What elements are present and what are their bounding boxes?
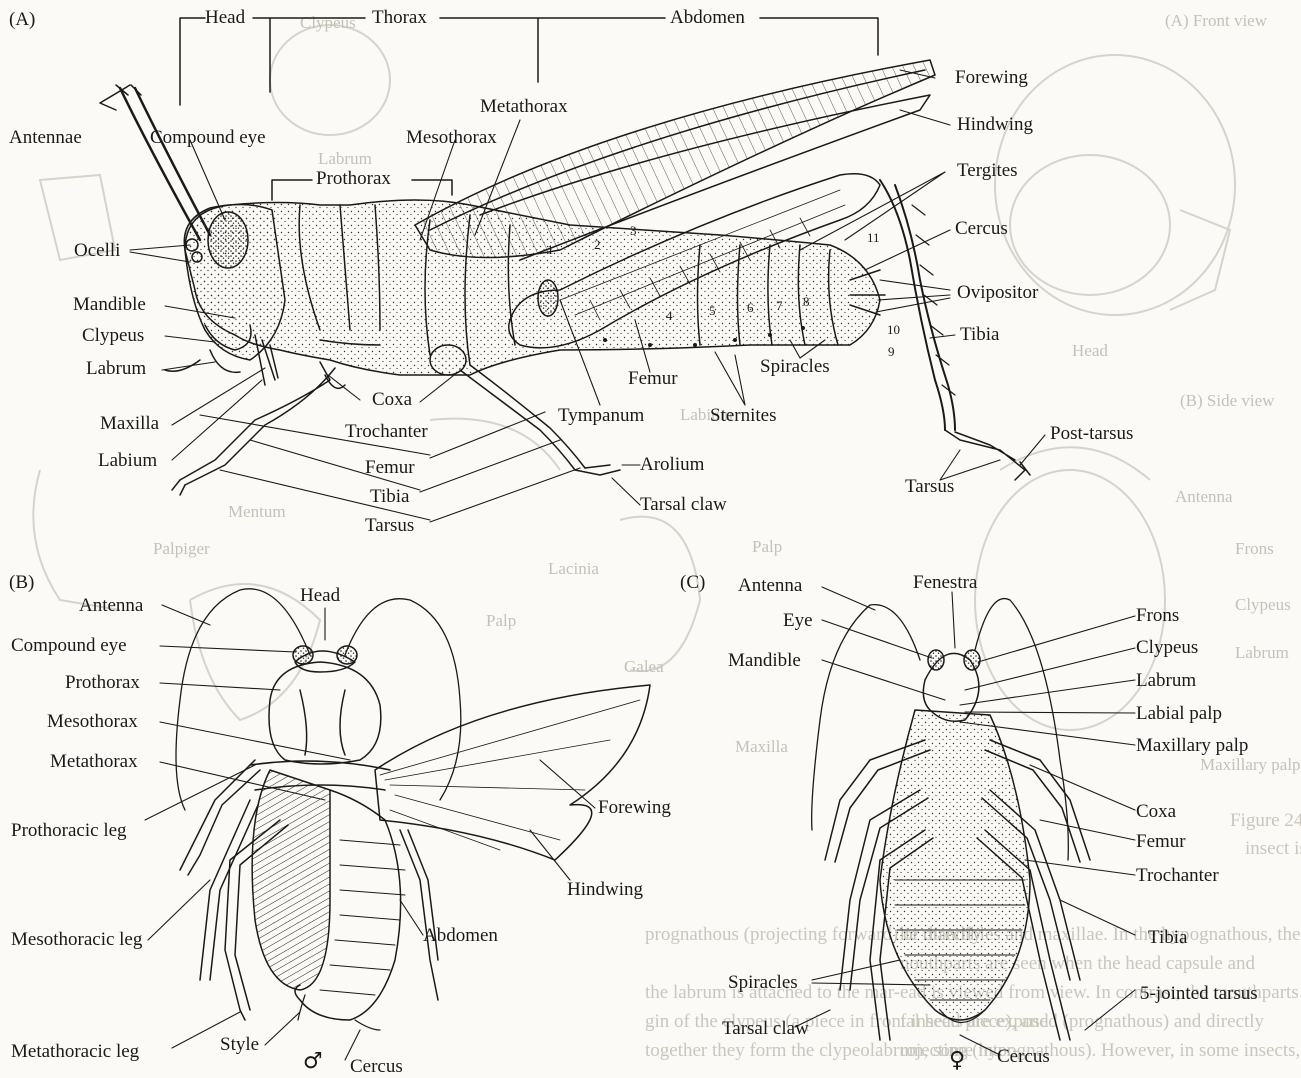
label-antenna-c: Antenna (738, 576, 802, 595)
segment-3: 3 (630, 224, 637, 237)
label-head: Head (205, 8, 245, 27)
label-arolium: Arolium (640, 455, 704, 474)
label-prothorax: Prothorax (316, 169, 391, 188)
label-mesothorax: Mesothorax (406, 128, 497, 147)
label-coxa-c: Coxa (1136, 802, 1176, 821)
label-forewing-b: Forewing (598, 798, 671, 817)
segment-8: 8 (803, 295, 810, 308)
label-cercus-a: Cercus (955, 219, 1008, 238)
label-five-jointed-tarsus: 5-jointed tarsus (1140, 984, 1258, 1003)
female-symbol: ♀ (949, 1050, 965, 1072)
label-style: Style (220, 1035, 259, 1054)
label-metathorax-b: Metathorax (50, 752, 138, 771)
label-mesothoracic-leg: Mesothoracic leg (11, 930, 142, 949)
label-antennae: Antennae (9, 128, 82, 147)
label-ovipositor: Ovipositor (957, 283, 1038, 302)
segment-10: 10 (887, 323, 900, 336)
label-cercus-b: Cercus (350, 1057, 403, 1076)
segment-5: 5 (709, 304, 716, 317)
label-tarsus-leg: Tarsus (365, 516, 414, 535)
segment-4: 4 (666, 309, 673, 322)
label-maxillary-palp: Maxillary palp (1136, 736, 1248, 755)
label-metathoracic-leg: Metathoracic leg (11, 1042, 139, 1061)
label-abdomen-b: Abdomen (423, 926, 498, 945)
label-spiracles-a: Spiracles (760, 357, 830, 376)
label-coxa: Coxa (372, 390, 412, 409)
label-spiracles-c: Spiracles (728, 973, 798, 992)
label-tibia-leg: Tibia (370, 487, 409, 506)
male-symbol: ♂ (303, 1051, 323, 1073)
label-labrum-a: Labrum (86, 359, 146, 378)
label-cercus-c: Cercus (997, 1047, 1050, 1066)
label-prothoracic-leg: Prothoracic leg (11, 821, 127, 840)
panel-b-label: (B) (9, 573, 34, 592)
label-prothorax-b: Prothorax (65, 673, 140, 692)
label-femur-leg: Femur (365, 458, 415, 477)
label-frons: Frons (1136, 606, 1179, 625)
label-post-tarsus: Post-tarsus (1050, 424, 1133, 443)
label-hindwing-b: Hindwing (567, 880, 643, 899)
panel-c-label: (C) (680, 573, 705, 592)
segment-2: 2 (594, 238, 601, 251)
label-trochanter: Trochanter (345, 422, 428, 441)
segment-9: 9 (888, 345, 895, 358)
label-femur: Femur (628, 369, 678, 388)
label-tergites: Tergites (957, 161, 1018, 180)
cockroach-ventral (795, 587, 1135, 1055)
label-labium: Labium (98, 451, 157, 470)
label-antenna-b: Antenna (79, 596, 143, 615)
cockroach-dorsal (145, 589, 650, 1060)
label-abdomen: Abdomen (670, 8, 745, 27)
label-tarsus: Tarsus (905, 477, 954, 496)
panel-a-label: (A) (9, 10, 35, 29)
label-mandible-a: Mandible (73, 295, 146, 314)
label-tibia-c: Tibia (1148, 928, 1187, 947)
label-forewing: Forewing (955, 68, 1028, 87)
label-labrum-c: Labrum (1136, 671, 1196, 690)
label-femur-c: Femur (1136, 832, 1186, 851)
label-clypeus-c: Clypeus (1136, 638, 1198, 657)
label-maxilla: Maxilla (100, 414, 159, 433)
label-metathorax: Metathorax (480, 97, 568, 116)
segment-6: 6 (747, 301, 754, 314)
label-thorax: Thorax (372, 8, 427, 27)
label-tarsal-claw-c: Tarsal claw (722, 1019, 809, 1038)
label-fenestra: Fenestra (913, 573, 977, 592)
label-eye: Eye (783, 611, 813, 630)
label-hindwing: Hindwing (957, 115, 1033, 134)
segment-1: 1 (547, 243, 554, 256)
segment-11: 11 (867, 231, 880, 244)
label-compound-eye-b: Compound eye (11, 636, 127, 655)
label-ocelli: Ocelli (74, 241, 120, 260)
label-tarsal-claw-a: Tarsal claw (640, 495, 727, 514)
label-trochanter-c: Trochanter (1136, 866, 1219, 885)
grasshopper (100, 18, 1045, 522)
label-head-b: Head (300, 586, 340, 605)
segment-7: 7 (776, 299, 783, 312)
label-sternites: Sternites (710, 406, 777, 425)
label-compound-eye: Compound eye (150, 128, 266, 147)
label-tibia-a: Tibia (960, 325, 999, 344)
label-clypeus-a: Clypeus (82, 326, 144, 345)
label-tympanum: Tympanum (558, 406, 644, 425)
label-labial-palp: Labial palp (1136, 704, 1222, 723)
label-mandible-c: Mandible (728, 651, 801, 670)
label-mesothorax-b: Mesothorax (47, 712, 138, 731)
